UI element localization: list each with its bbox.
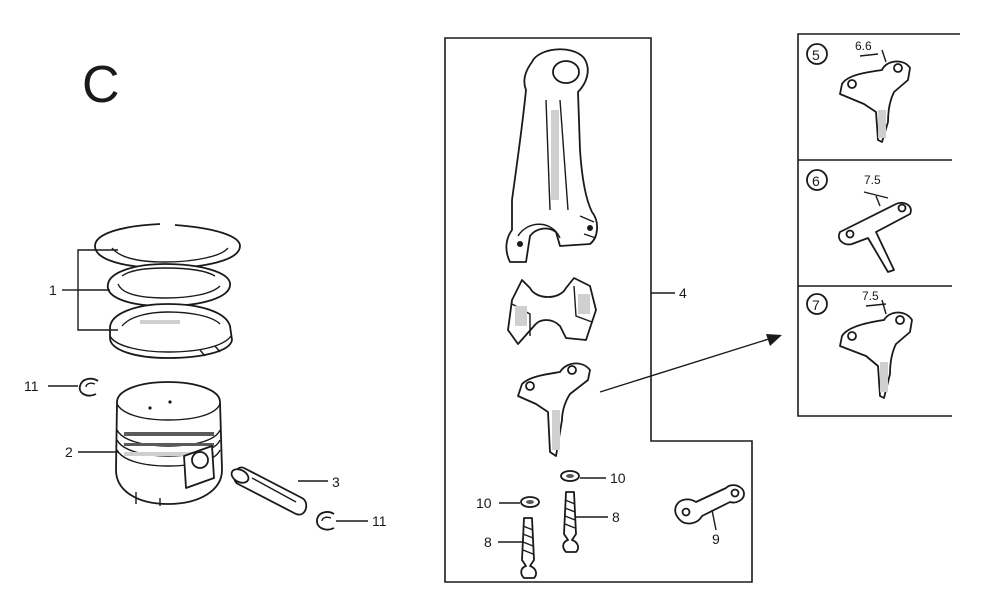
callout-bolt-left: 8 [484,534,492,550]
variant-6[interactable]: 6 7.5 [806,169,912,273]
connecting-rod-frame [444,37,753,583]
callout-piston-pin: 3 [332,474,340,490]
variant-arrow-head [766,334,782,346]
callout-dipper-plate: 9 [712,531,720,547]
section-letter: C [82,56,120,114]
piston-pin[interactable] [229,466,308,516]
dipper-plate[interactable] [674,484,745,525]
bolt-right[interactable] [562,491,579,553]
variant-6-number: 6 [812,173,820,189]
callout-washer-left: 10 [476,495,492,511]
piston[interactable] [115,381,223,506]
connecting-rod-cap[interactable] [507,277,597,345]
washer-left[interactable] [520,496,540,508]
piston-rings[interactable] [94,223,241,359]
callout-piston-rings: 1 [49,282,57,298]
snap-ring-right[interactable] [316,511,335,531]
variant-7-dimension: 7.5 [862,289,879,303]
callout-clip-left: 11 [24,378,39,394]
variant-7[interactable]: 7 7.5 [806,289,913,399]
variant-5[interactable]: 5 6.6 [806,39,911,143]
callout-washer-right: 10 [610,470,626,486]
callout-bolt-right: 8 [612,509,620,525]
bolt-left[interactable] [520,517,537,579]
variant-arrow-line [599,337,773,393]
variant-6-dimension: 7.5 [864,173,881,187]
oil-dipper[interactable] [517,362,591,457]
snap-ring-left[interactable] [78,377,99,397]
callout-piston: 2 [65,444,73,460]
variant-5-dimension: 6.6 [855,39,872,53]
callout-connecting-rod: 4 [679,285,687,301]
variant-5-number: 5 [812,47,820,63]
variant-7-number: 7 [812,297,820,313]
variants-frame [797,33,960,417]
callout-clip-right: 11 [372,513,387,529]
washer-right[interactable] [560,470,580,482]
dipper-plate-leader [711,509,717,531]
connecting-rod[interactable] [505,48,598,263]
